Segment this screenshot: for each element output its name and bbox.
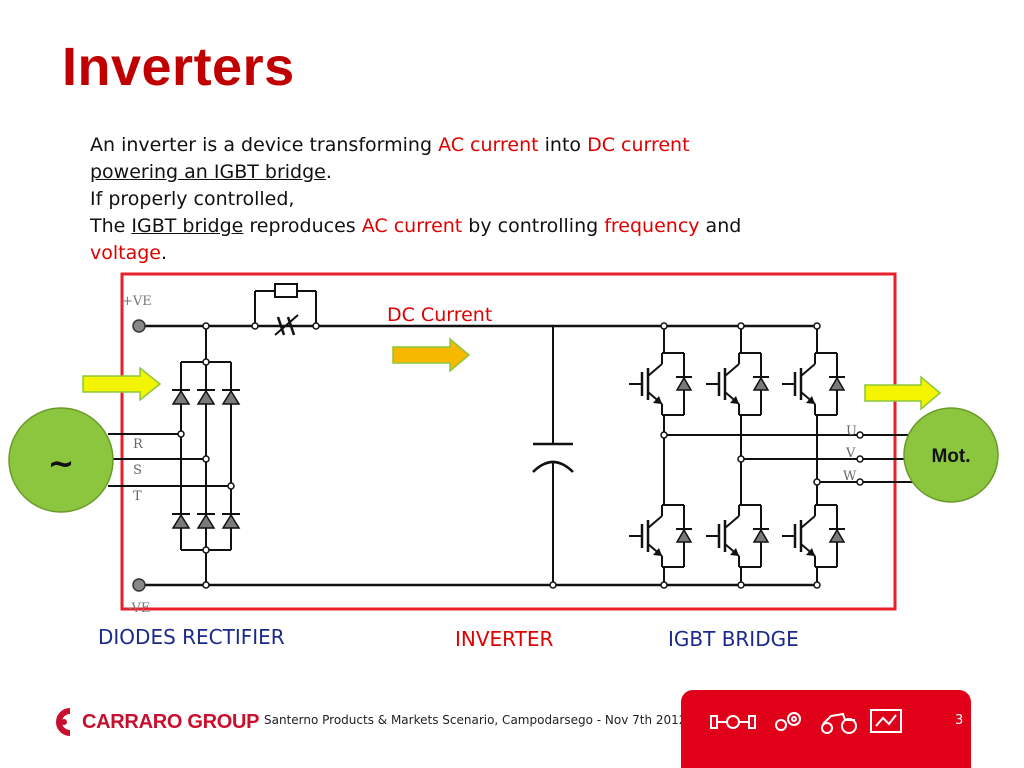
caption-inverter: INVERTER xyxy=(455,627,554,651)
phase-u-label: U xyxy=(846,424,857,439)
highlight-ac-current: AC current xyxy=(438,134,539,156)
brand-name: CARRARO GROUP xyxy=(82,710,260,733)
gears-icon xyxy=(775,712,801,731)
igbt-upper-v xyxy=(704,351,771,417)
phase-t-label: T xyxy=(133,489,142,504)
text-run: If properly controlled, xyxy=(90,188,295,210)
text-run: . xyxy=(325,161,332,183)
description-text: An inverter is a device transforming AC … xyxy=(90,132,890,267)
igbt-upper-u xyxy=(627,351,694,417)
diode-rectifier-bridge xyxy=(108,322,241,589)
carraro-logo: CARRARO GROUP xyxy=(52,706,260,738)
underlined-igbt-bridge: IGBT bridge xyxy=(131,215,244,237)
input-arrow-icon xyxy=(82,366,162,402)
page-title: Inverters xyxy=(62,37,295,97)
text-run: . xyxy=(161,242,168,264)
page-number: 3 xyxy=(955,713,964,728)
ac-source-circle xyxy=(8,407,114,513)
carraro-logo-mark-icon xyxy=(56,708,71,736)
motor-circle xyxy=(903,407,999,503)
text-run: by controlling xyxy=(462,215,605,237)
igbt-bridge xyxy=(627,322,925,589)
dc-current-arrow-icon xyxy=(392,337,471,373)
highlight-dc-current: DC current xyxy=(587,134,690,156)
circuit-frame xyxy=(120,272,897,611)
motor-label: Mot. xyxy=(931,446,970,467)
dc-link-capacitor xyxy=(532,326,574,589)
text-run: reproduces xyxy=(243,215,362,237)
caption-diodes-rectifier: DIODES RECTIFIER xyxy=(98,625,285,649)
footer-icons xyxy=(710,709,902,734)
igbt-lower-w xyxy=(780,503,847,569)
text-run: into xyxy=(538,134,588,156)
ac-source-symbol: ~ xyxy=(48,444,75,482)
negative-terminal xyxy=(132,578,146,592)
resistor-symbol xyxy=(274,283,298,298)
electronics-icon xyxy=(870,709,902,733)
phase-w-label: W xyxy=(843,469,857,484)
highlight-voltage: voltage xyxy=(90,242,161,264)
axle-icon xyxy=(710,715,756,729)
text-run: and xyxy=(699,215,742,237)
underlined-igbt-bridge-phrase: powering an IGBT bridge xyxy=(90,161,326,183)
inverter-schematic: +VE -VE R xyxy=(8,272,999,616)
phase-s-label: S xyxy=(133,463,142,478)
igbt-lower-u xyxy=(627,503,694,569)
output-arrow-icon xyxy=(864,375,942,411)
caption-igbt-bridge: IGBT BRIDGE xyxy=(668,627,799,651)
positive-label: +VE xyxy=(122,294,152,309)
negative-label: -VE xyxy=(128,601,150,616)
precharge-circuit xyxy=(251,283,320,336)
highlight-ac-current: AC current xyxy=(361,215,463,237)
igbt-lower-v xyxy=(704,503,771,569)
footer-caption: Santerno Products & Markets Scenario, Ca… xyxy=(264,713,687,727)
phase-r-label: R xyxy=(133,437,144,452)
tractor-icon xyxy=(821,712,857,734)
dc-current-label: DC Current xyxy=(387,304,492,326)
positive-terminal xyxy=(132,319,146,333)
igbt-upper-w xyxy=(780,351,847,417)
phase-v-label: V xyxy=(845,446,856,461)
text-run: An inverter is a device transforming xyxy=(90,134,439,156)
footer-icon-panel xyxy=(681,690,971,768)
highlight-frequency: frequency xyxy=(604,215,700,237)
text-run: The xyxy=(90,215,132,237)
